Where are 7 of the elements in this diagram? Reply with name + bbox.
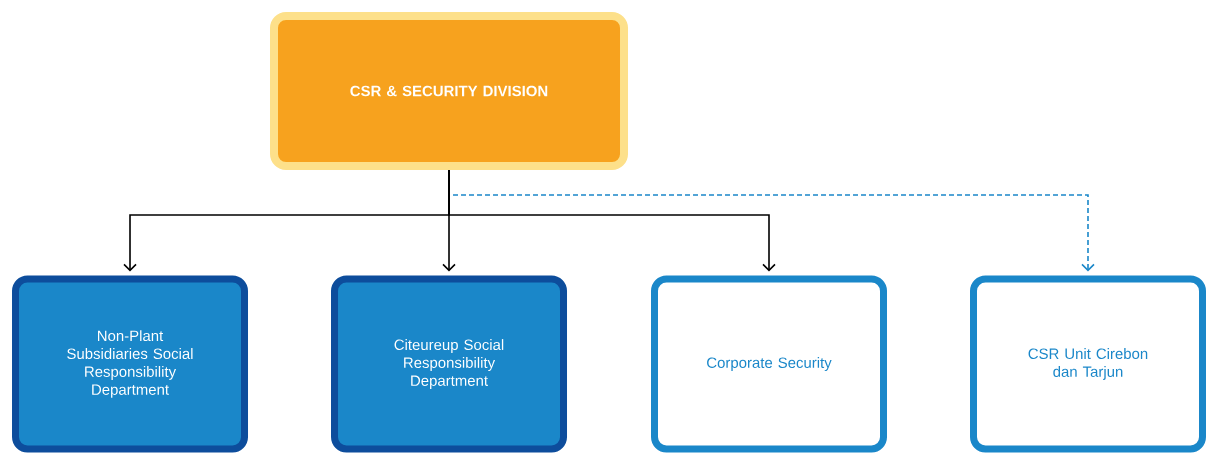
division-box: CSR & SECURITY DIVISION (270, 12, 628, 170)
department-box: Non-Plant Subsidiaries Social Responsibility Department (12, 275, 248, 453)
arrow (448, 169, 776, 272)
unit-box: Corporate Security (651, 275, 887, 453)
department-box: Citeureup Social Responsibility Department (331, 275, 567, 453)
arrow (452, 194, 1095, 272)
unit-box: CSR Unit Cirebon dan Tarjun (970, 275, 1206, 453)
